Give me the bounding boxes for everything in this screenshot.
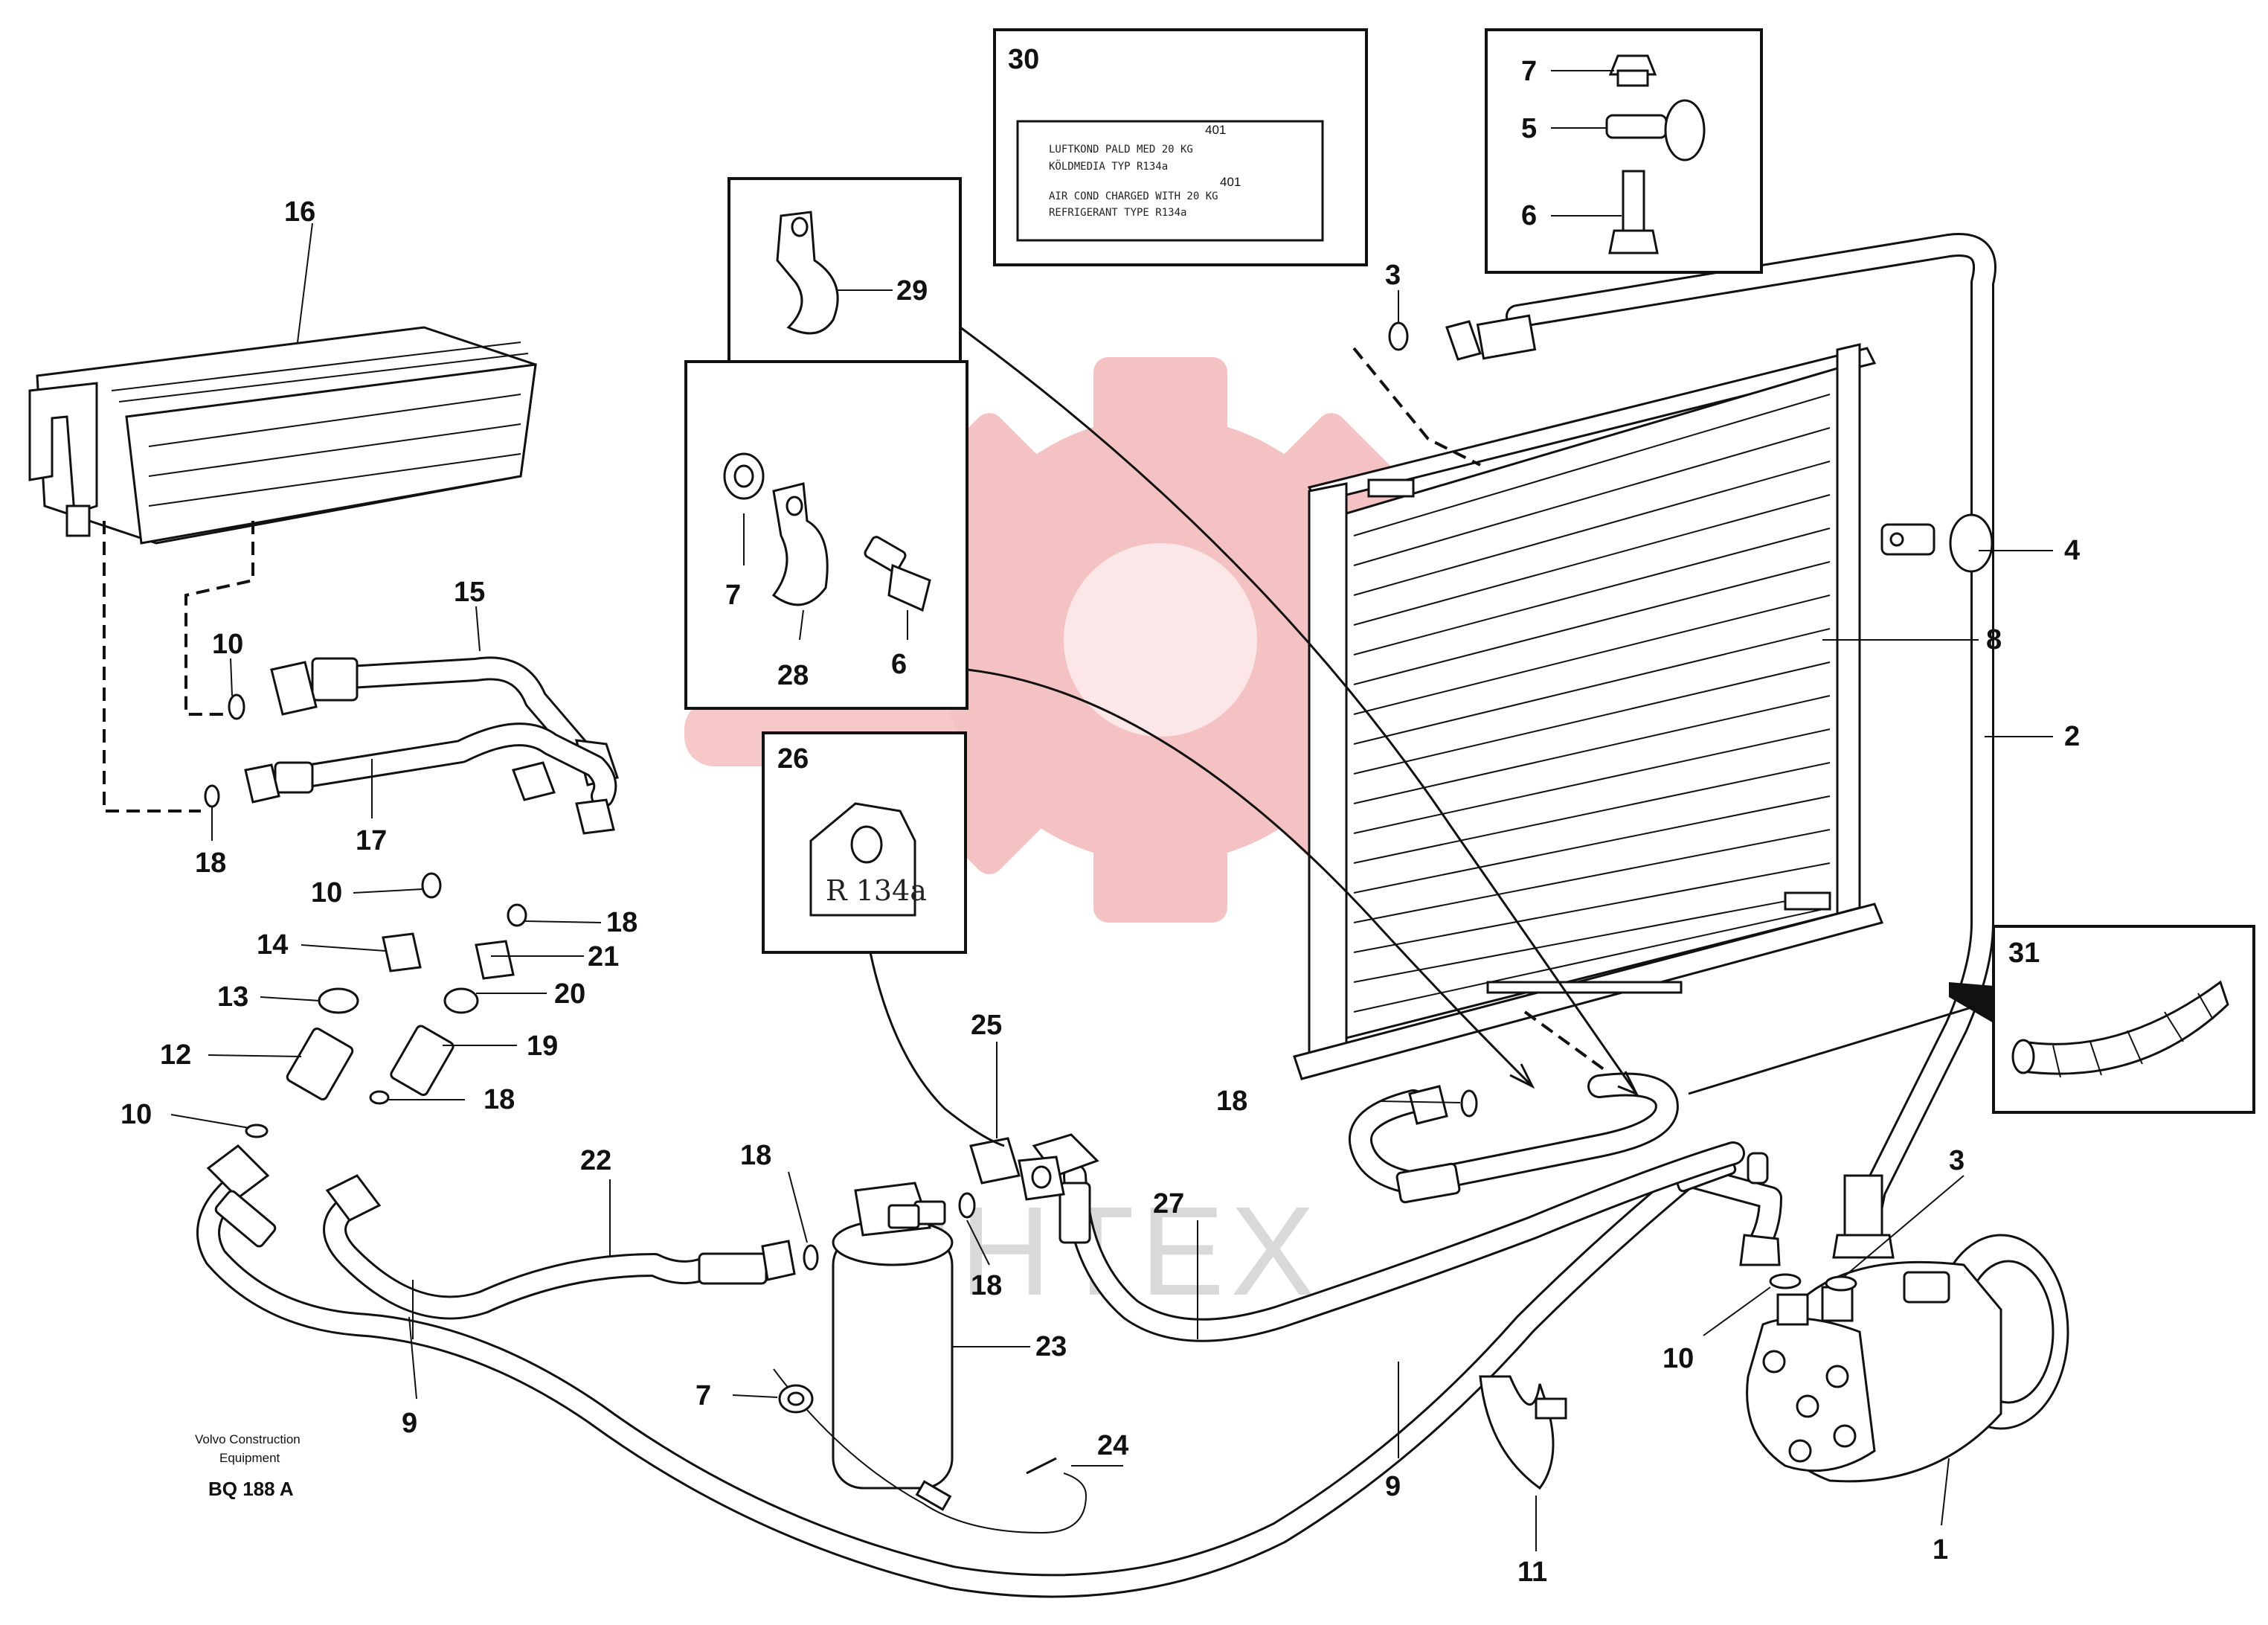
evaporator-dash-b [103, 521, 201, 812]
callout-24: 24 [1097, 1430, 1128, 1461]
callout-7-box28: 7 [725, 580, 741, 611]
callout-19: 19 [527, 1031, 558, 1062]
fitting-25 [969, 1137, 1065, 1201]
callout-14: 14 [257, 929, 288, 961]
callout-3-bottom: 3 [1949, 1145, 1965, 1176]
callout-18-c: 18 [484, 1084, 515, 1115]
callout-8: 8 [1986, 624, 2002, 656]
condenser-8 [1293, 343, 1884, 1080]
callout-17: 17 [356, 825, 387, 856]
decal-30-line3: AIR COND CHARGED WITH 20 KG [1049, 190, 1218, 202]
leader-29-to-condenser [960, 326, 1638, 1094]
fitting-chain-right [369, 903, 527, 1105]
callout-28: 28 [777, 660, 809, 691]
callout-9-right: 9 [1385, 1471, 1401, 1502]
callout-25: 25 [971, 1010, 1002, 1041]
hose-17 [204, 722, 617, 835]
callout-numbers: 16 15 10 17 18 10 14 13 12 10 18 21 20 1… [121, 196, 2080, 1588]
callout-4: 4 [2064, 535, 2080, 566]
leader-28-to-condenser [966, 668, 1534, 1088]
decal-26-text: R 134a [826, 874, 927, 907]
decal-30-sup1: 401 [1205, 123, 1226, 137]
callout-6-top: 6 [1521, 200, 1537, 231]
callout-30: 30 [1008, 44, 1039, 75]
callout-6-box28: 6 [891, 649, 907, 680]
decal-30-sup2: 401 [1220, 175, 1241, 189]
pipe-clamp-4 [1880, 513, 1994, 573]
connection-dash-3 [1352, 347, 1481, 467]
grommet-7-bottom [778, 1384, 814, 1414]
callout-1: 1 [1933, 1534, 1948, 1565]
callout-18-b: 18 [606, 907, 637, 938]
company-line2: Equipment [219, 1451, 280, 1465]
callout-9-left: 9 [402, 1408, 417, 1439]
drawing-code: BQ 188 A [208, 1478, 294, 1500]
callout-7-bottom: 7 [696, 1380, 711, 1411]
company-line1: Volvo Construction [195, 1432, 301, 1446]
callout-10-c: 10 [121, 1099, 152, 1130]
callout-5: 5 [1521, 113, 1537, 144]
callout-12: 12 [160, 1039, 191, 1071]
receiver-drier-23 [832, 1182, 976, 1490]
hose-27 [1032, 1133, 1745, 1342]
callout-31: 31 [2008, 938, 2040, 969]
callout-21: 21 [588, 941, 619, 972]
decal-30-line4: REFRIGERANT TYPE R134a [1049, 207, 1186, 219]
condenser-return-hose [1348, 1010, 1679, 1204]
callout-29: 29 [896, 275, 928, 307]
callout-23: 23 [1035, 1331, 1067, 1362]
detail-box-bolt-clamp: 7 5 6 [1485, 28, 1763, 274]
callout-20: 20 [554, 978, 585, 1010]
callout-13: 13 [217, 981, 248, 1013]
condenser-fins [1353, 394, 1831, 1013]
compressor-1 [1746, 1234, 2069, 1483]
sensor-cable-24 [773, 1368, 1088, 1534]
leader-31-wedge [1949, 982, 1994, 1023]
footer-company-block: Volvo Construction Equipment BQ 188 A [195, 1432, 301, 1500]
decal-30-line2: KÖLDMEDIA TYP R134a [1049, 159, 1168, 173]
compressor-inlet-fittings [1677, 1152, 1857, 1292]
detail-box-30: LUFTKOND PALD MED 20 KG KÖLDMEDIA TYP R1… [993, 28, 1368, 266]
leader-lines [170, 222, 2053, 1551]
fitting-chain-left [245, 872, 442, 1138]
callout-10-b: 10 [311, 877, 342, 908]
callout-2: 2 [2064, 721, 2080, 752]
detail-box-26: R 134a 26 [762, 731, 967, 954]
clamp-11 [1479, 1375, 1567, 1490]
hose-22 [323, 1174, 819, 1320]
callout-15: 15 [454, 577, 485, 608]
detail-box-31: 31 [1992, 925, 2255, 1114]
callout-18-f: 18 [1216, 1086, 1247, 1117]
callout-16: 16 [284, 196, 315, 228]
callout-7-top: 7 [1521, 56, 1537, 87]
callout-26: 26 [777, 743, 809, 775]
callout-10-a: 10 [212, 629, 243, 660]
decal-30-line1: LUFTKOND PALD MED 20 KG [1049, 144, 1193, 156]
detail-box-28: 7 28 6 [684, 360, 968, 710]
callout-18-e: 18 [971, 1270, 1002, 1301]
detail-box-29: 29 [727, 177, 962, 381]
callout-27: 27 [1153, 1188, 1184, 1219]
callout-10-d: 10 [1663, 1343, 1694, 1374]
leader-26-to-fitting [869, 952, 1005, 1147]
evaporator-dash-a [184, 521, 254, 716]
callout-11: 11 [1517, 1557, 1547, 1588]
callout-3-top: 3 [1385, 260, 1401, 291]
callout-18-d: 18 [740, 1140, 771, 1171]
evaporator-16 [28, 326, 537, 545]
o-ring-3-top [1388, 321, 1409, 351]
callout-18-a: 18 [195, 847, 226, 879]
callout-22: 22 [580, 1145, 611, 1176]
